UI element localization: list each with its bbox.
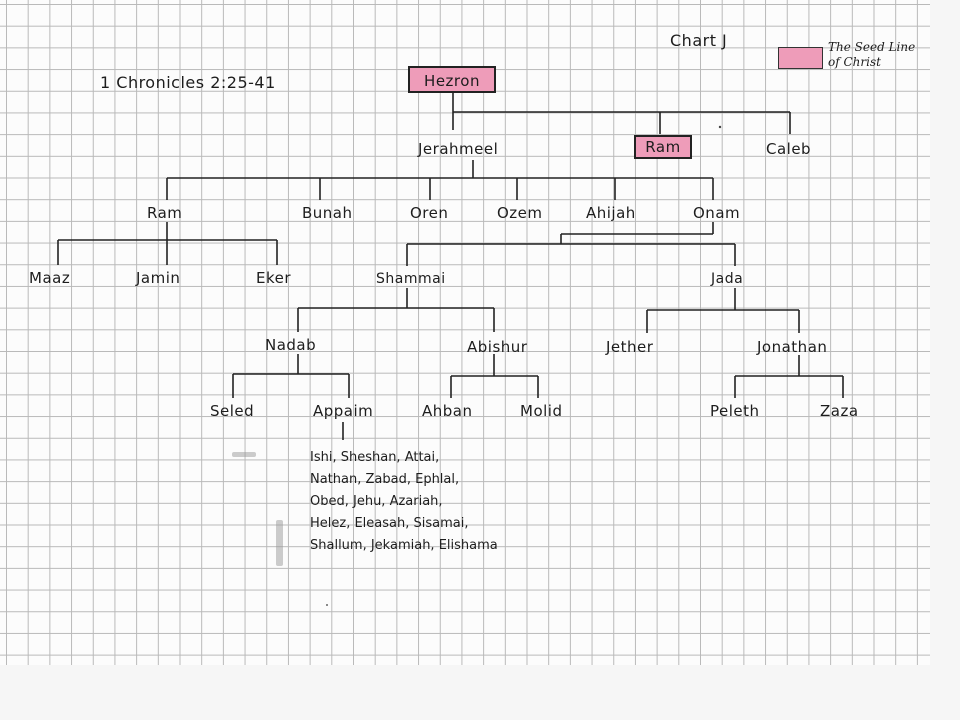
person-ahban: Ahban — [422, 402, 473, 420]
descendants-line: Nathan, Zabad, Ephlal, — [310, 472, 460, 487]
person-oren: Oren — [410, 204, 449, 222]
pencil-smudge — [276, 520, 283, 566]
person-onam: Onam — [693, 204, 741, 222]
scan-margin-bottom — [0, 665, 960, 720]
person-appaim: Appaim — [313, 402, 374, 420]
person-seled: Seled — [210, 402, 255, 420]
descendants-line: Ishi, Sheshan, Attai, — [310, 450, 440, 465]
person-hezron: Hezron — [408, 66, 496, 93]
person-jada: Jada — [711, 271, 744, 287]
legend-swatch — [778, 47, 823, 69]
person-jether: Jether — [606, 338, 654, 356]
graph-paper — [0, 0, 930, 665]
descendants-line: Helez, Eleasah, Sisamai, — [310, 516, 469, 531]
scripture-reference: 1 Chronicles 2:25-41 — [100, 73, 276, 92]
person-jerahmeel: Jerahmeel — [418, 140, 499, 158]
person-caleb: Caleb — [766, 140, 812, 158]
person-jonathan: Jonathan — [757, 338, 828, 356]
descendants-line: Obed, Jehu, Azariah, — [310, 494, 443, 509]
legend-text: The Seed Line of Christ — [828, 40, 916, 69]
person-nadab: Nadab — [265, 336, 317, 354]
person-peleth: Peleth — [710, 402, 760, 420]
stray-dot — [326, 604, 328, 606]
person-maaz: Maaz — [29, 269, 71, 287]
person-zaza: Zaza — [820, 402, 859, 420]
person-eker: Eker — [256, 269, 292, 287]
chart-label: Chart J — [670, 31, 728, 50]
person-bunah: Bunah — [302, 204, 353, 222]
person-ram-seed: Ram — [634, 135, 692, 159]
descendants-line: Shallum, Jekamiah, Elishama — [310, 538, 498, 553]
person-ram: Ram — [147, 204, 183, 222]
person-abishur: Abishur — [467, 338, 528, 356]
person-ahijah: Ahijah — [586, 204, 636, 222]
person-molid: Molid — [520, 402, 563, 420]
person-ozem: Ozem — [497, 204, 543, 222]
stray-dot — [718, 125, 722, 129]
person-jamin: Jamin — [136, 269, 181, 287]
appaim-descendants-list: Ishi, Sheshan, Attai, Nathan, Zabad, Eph… — [310, 447, 570, 557]
scan-margin-right — [930, 0, 960, 720]
pencil-smudge — [232, 452, 256, 457]
person-shammai: Shammai — [376, 271, 446, 287]
